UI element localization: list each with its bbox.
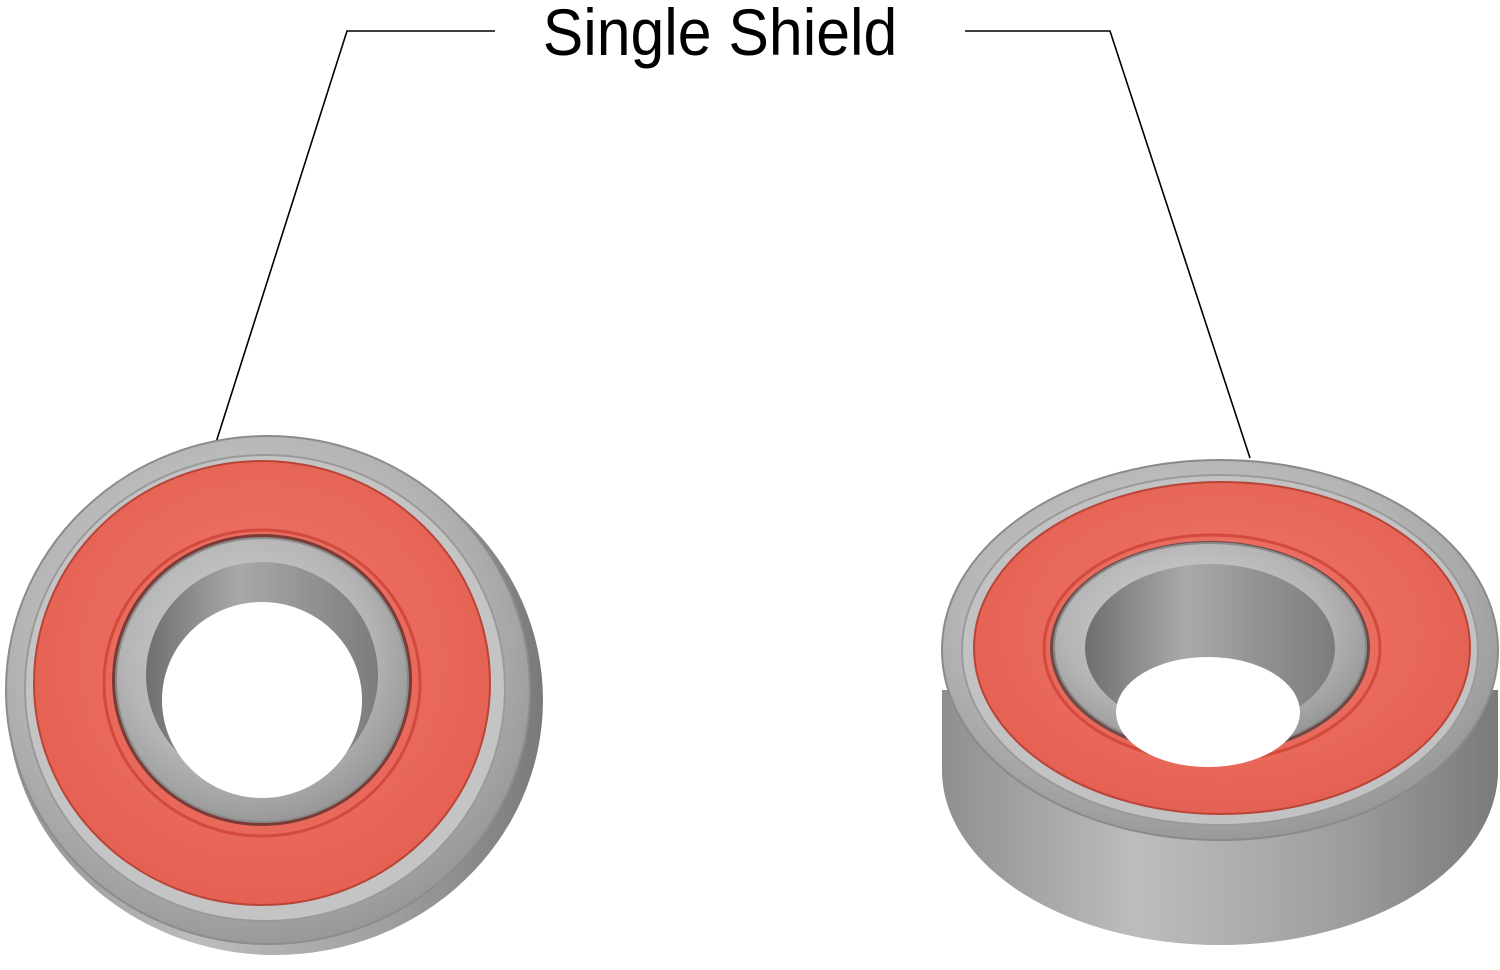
leader-line-right <box>965 30 1251 459</box>
title-single-shield: Single Shield <box>542 0 898 69</box>
left-bearing <box>5 435 543 955</box>
leader-line-left <box>211 30 495 456</box>
right-bearing <box>941 459 1499 945</box>
